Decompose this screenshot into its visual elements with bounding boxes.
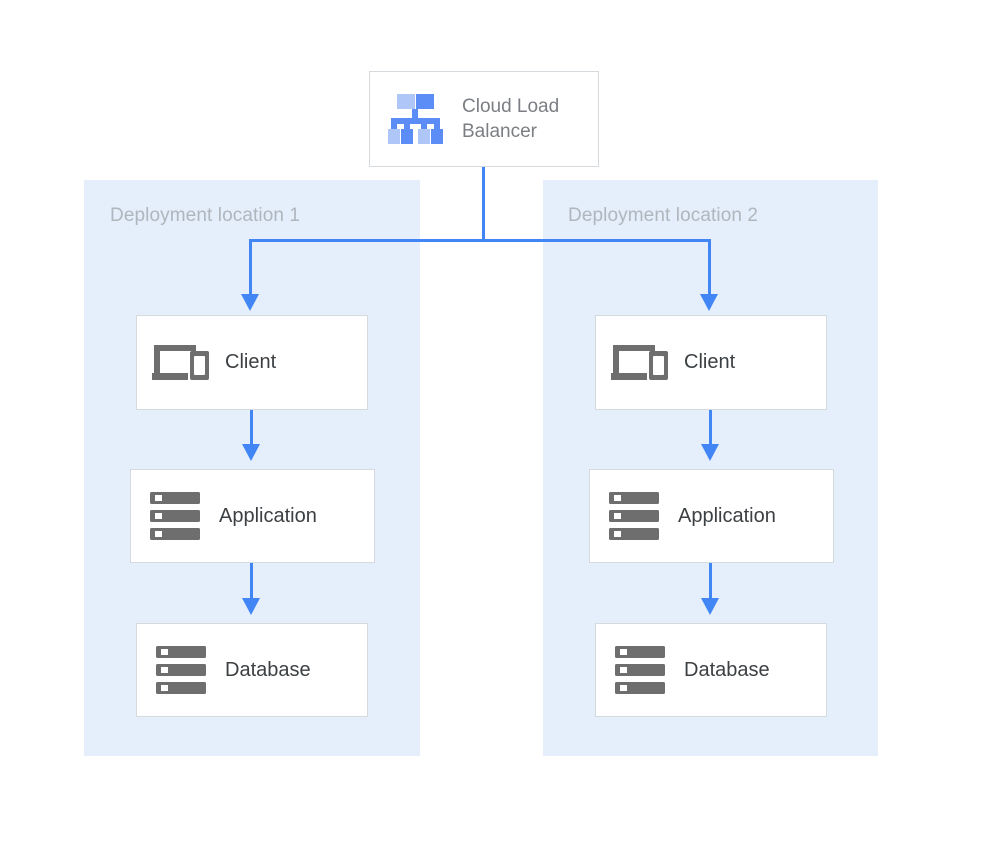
zone2-application-node[interactable]: Application [589, 469, 834, 563]
zone2-application-label: Application [678, 504, 776, 527]
zone1-database-label: Database [225, 658, 311, 681]
zone1-client-node[interactable]: Client [136, 315, 368, 410]
deployment-zone-1-label: Deployment location 1 [110, 205, 301, 226]
connector-lb-to-zone2-client-line [708, 239, 711, 297]
connector-zone2-client-to-application-line [709, 410, 712, 445]
cloud-load-balancer-node[interactable]: Cloud Load Balancer [369, 71, 599, 167]
zone2-client-node[interactable]: Client [595, 315, 827, 410]
zone1-database-node[interactable]: Database [136, 623, 368, 717]
connector-lb-stem [482, 167, 485, 242]
connector-zone1-application-to-database-arrowhead [242, 598, 260, 615]
connector-lb-to-zone2-client-arrowhead [700, 294, 718, 311]
server-icon [131, 492, 219, 540]
connector-zone2-application-to-database-line [709, 563, 712, 599]
connector-zone2-client-to-application-arrowhead [701, 444, 719, 461]
server-icon [590, 492, 678, 540]
zone2-database-label: Database [684, 658, 770, 681]
zone2-database-node[interactable]: Database [595, 623, 827, 717]
zone1-application-node[interactable]: Application [130, 469, 375, 563]
deployment-zone-2-label: Deployment location 2 [568, 205, 759, 226]
connector-lb-to-zone1-client-arrowhead [241, 294, 259, 311]
connector-zone1-client-to-application-line [250, 410, 253, 445]
server-icon [596, 646, 684, 694]
connector-lb-bus [249, 239, 711, 242]
zone1-client-label: Client [225, 351, 277, 373]
zone1-application-label: Application [219, 504, 317, 527]
connector-zone2-application-to-database-arrowhead [701, 598, 719, 615]
zone2-client-label: Client [684, 351, 736, 373]
devices-icon [137, 341, 225, 385]
server-icon [137, 646, 225, 694]
connector-zone1-client-to-application-arrowhead [242, 444, 260, 461]
devices-icon [596, 341, 684, 385]
connector-lb-to-zone1-client-line [249, 239, 252, 297]
cloud-load-balancer-label: Cloud Load Balancer [462, 96, 560, 142]
load-balancer-icon [388, 93, 444, 145]
connector-zone1-application-to-database-line [250, 563, 253, 599]
